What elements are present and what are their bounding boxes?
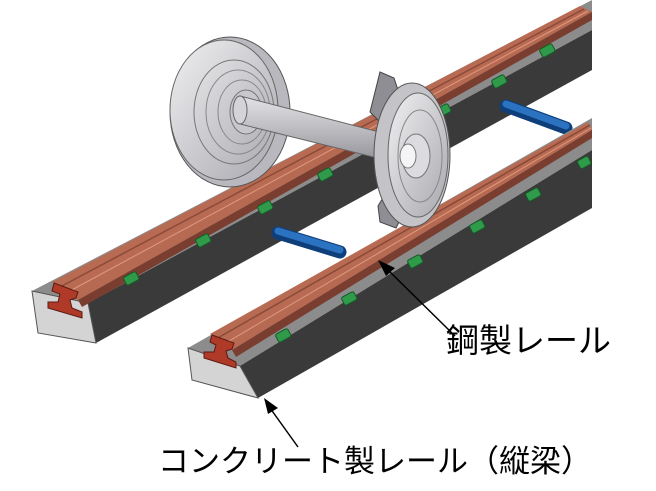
front-rail-groove [215, 124, 591, 340]
front-wheel [369, 71, 451, 229]
concrete-rail-pointer [264, 398, 299, 448]
fastener [491, 74, 508, 89]
fastener [525, 187, 542, 202]
front-rail-side [232, 130, 592, 357]
arrow-icon [264, 398, 278, 414]
back-rail-top [52, 6, 592, 300]
front-steel-rail [203, 122, 592, 369]
steel-rail-pointer [378, 260, 456, 337]
rear-wheel [169, 36, 291, 188]
tie-bar [271, 226, 347, 259]
tie-bars [271, 99, 573, 259]
steel-rail-label: 鋼製レール [446, 321, 611, 360]
fastener [317, 167, 334, 182]
wheelset [169, 36, 451, 229]
back-rail-side [78, 12, 592, 307]
back-steel-rail [47, 6, 592, 319]
front-rail-profile [203, 334, 237, 369]
front-beam-side [240, 150, 592, 398]
fastener [407, 254, 424, 269]
fastener [469, 219, 486, 234]
fastener [195, 233, 212, 248]
fastener [577, 155, 592, 170]
back-rail-profile [47, 282, 83, 319]
front-rail-groove [223, 127, 592, 345]
fastener [257, 200, 274, 215]
back-rail-groove [59, 8, 585, 288]
fastener [341, 291, 358, 306]
fasteners [123, 43, 592, 343]
fastener [123, 271, 140, 286]
back-rail-groove [67, 10, 589, 293]
back-beam-side [88, 30, 592, 343]
fastener [275, 328, 292, 343]
fastener [539, 43, 556, 58]
concrete-rail-label: コンクリート製レール（縦梁） [158, 444, 592, 480]
arrow-icon [378, 260, 395, 276]
tie-bar [499, 99, 573, 135]
